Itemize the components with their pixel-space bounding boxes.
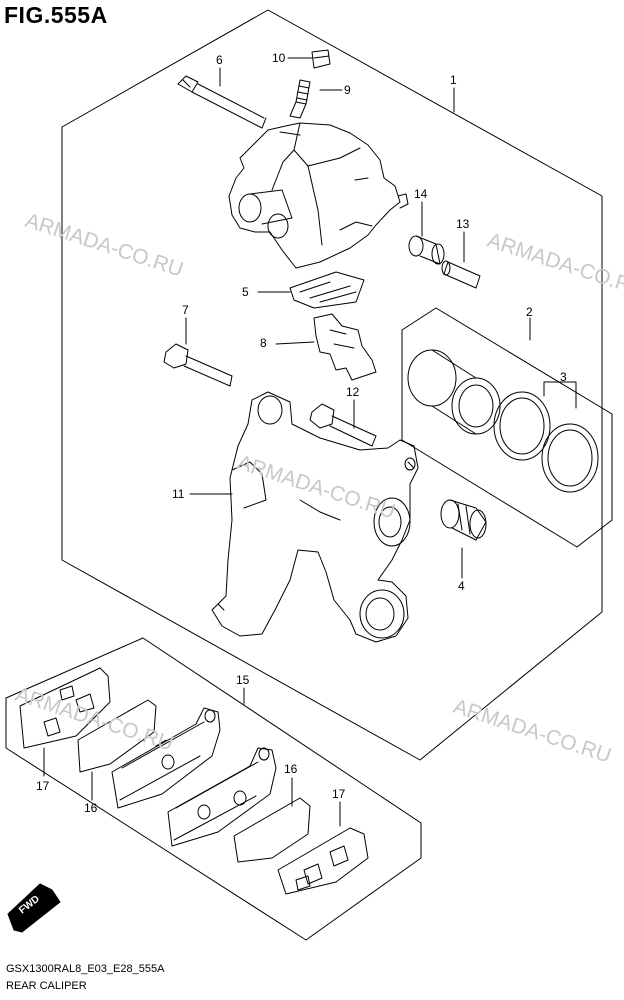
pad-right-drawing: [167, 747, 277, 847]
shim-outer-left-drawing: [19, 667, 111, 749]
pad-retainer-drawing: [313, 313, 377, 381]
watermark-text: ARMADA-CO.RU: [484, 229, 624, 302]
watermark-text: ARMADA-CO.RU: [450, 695, 614, 768]
bleeder-cap-drawing: [311, 49, 331, 69]
diagram-caption: REAR CALIPER: [6, 980, 87, 992]
callout-number: 5: [242, 285, 249, 299]
bleeder-valve-drawing: [289, 79, 311, 119]
callout-number: 17: [332, 787, 346, 801]
seal-kit-frame: [401, 307, 613, 548]
bracket-bolt-drawing: [309, 403, 377, 447]
fwd-arrow-icon: FWD: [7, 883, 61, 933]
shim-inner-left-drawing: [77, 699, 157, 773]
mounting-bolt-drawing: [163, 343, 233, 387]
pad-left-drawing: [111, 707, 221, 809]
shim-inner-right-drawing: [233, 797, 311, 863]
pad-set-frame: [5, 637, 422, 941]
callout-number: 17: [36, 779, 50, 793]
callout-number: 11: [172, 487, 185, 501]
callout-number: 9: [344, 83, 351, 97]
callout-number: 1: [450, 73, 457, 87]
callout-number: 7: [182, 303, 189, 317]
pin-boot-drawing: [408, 235, 445, 265]
callout-number: 12: [346, 385, 360, 399]
callout-number: 4: [458, 579, 465, 593]
watermark-text: ARMADA-CO.RU: [234, 451, 398, 524]
caliper-bracket-drawing: [211, 391, 419, 643]
caliper-body-drawing: [228, 122, 409, 269]
figure-title: FIG.555A: [4, 2, 108, 28]
leader-lines: [43, 57, 577, 827]
piston-boot-drawing: [440, 499, 487, 541]
callout-number: 15: [236, 673, 250, 687]
shim-outer-right-drawing: [277, 827, 369, 895]
piston-drawing: [407, 349, 501, 435]
slide-pin-drawing: [177, 75, 267, 129]
caliper-group-frame: [61, 9, 603, 761]
callout-number: 8: [260, 336, 267, 350]
callout-number: 6: [216, 53, 223, 67]
callout-number: 3: [560, 370, 567, 384]
piston-seals-drawing: [493, 391, 599, 493]
pin-sleeve-drawing: [441, 260, 481, 289]
callout-number: 13: [456, 217, 470, 231]
pad-spring-drawing: [289, 271, 365, 309]
callout-number: 16: [284, 762, 298, 776]
callout-number: 14: [414, 187, 428, 201]
callout-number: 16: [84, 801, 98, 815]
callout-number: 10: [272, 51, 286, 65]
model-code: GSX1300RAL8_E03_E28_555A: [6, 963, 165, 975]
watermark-text: ARMADA-CO.RU: [22, 209, 186, 282]
callout-number: 2: [526, 305, 533, 319]
